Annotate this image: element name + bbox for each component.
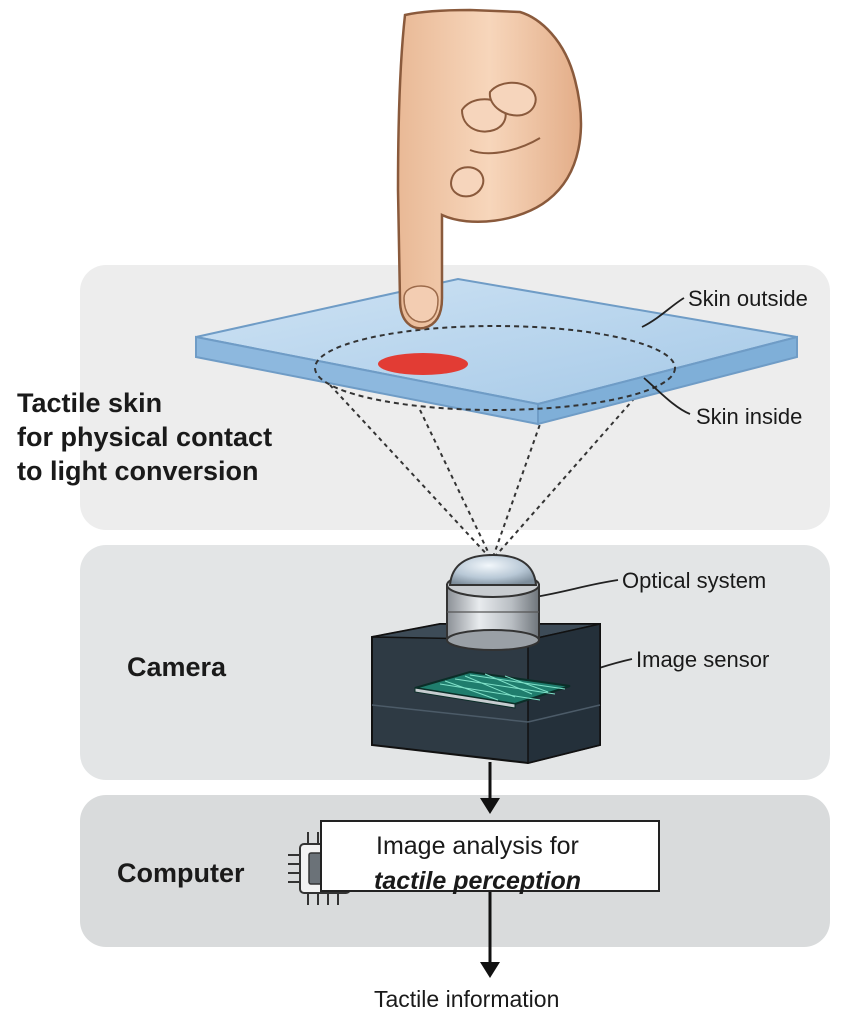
optical-system-label: Optical system	[622, 568, 767, 593]
down-arrow-icon	[480, 762, 500, 814]
image-sensor-chip-icon	[414, 670, 571, 709]
contact-spot	[378, 353, 468, 375]
lens-icon	[446, 553, 540, 651]
finger-hand-icon	[396, 8, 583, 330]
tactile-information-label: Tactile information	[374, 986, 560, 1012]
skin-outside-label: Skin outside	[688, 286, 808, 311]
image-analysis-line-2: tactile perception	[374, 867, 581, 895]
down-arrow-output	[480, 892, 500, 978]
skin-section-title-line-2: for physical contact	[17, 422, 273, 452]
skin-section-title-line-3: to light conversion	[17, 456, 259, 486]
image-analysis-line-1: Image analysis for	[376, 832, 579, 860]
tactile-skin-sheet	[195, 277, 798, 426]
computer-section-title: Computer	[117, 858, 245, 888]
camera-section-title: Camera	[127, 652, 227, 682]
image-sensor-label: Image sensor	[636, 647, 770, 672]
image-analysis-box	[320, 820, 660, 892]
projection-cone	[329, 384, 641, 561]
skin-inside-label: Skin inside	[696, 404, 803, 429]
skin-section-title-line-1: Tactile skin	[17, 388, 163, 418]
